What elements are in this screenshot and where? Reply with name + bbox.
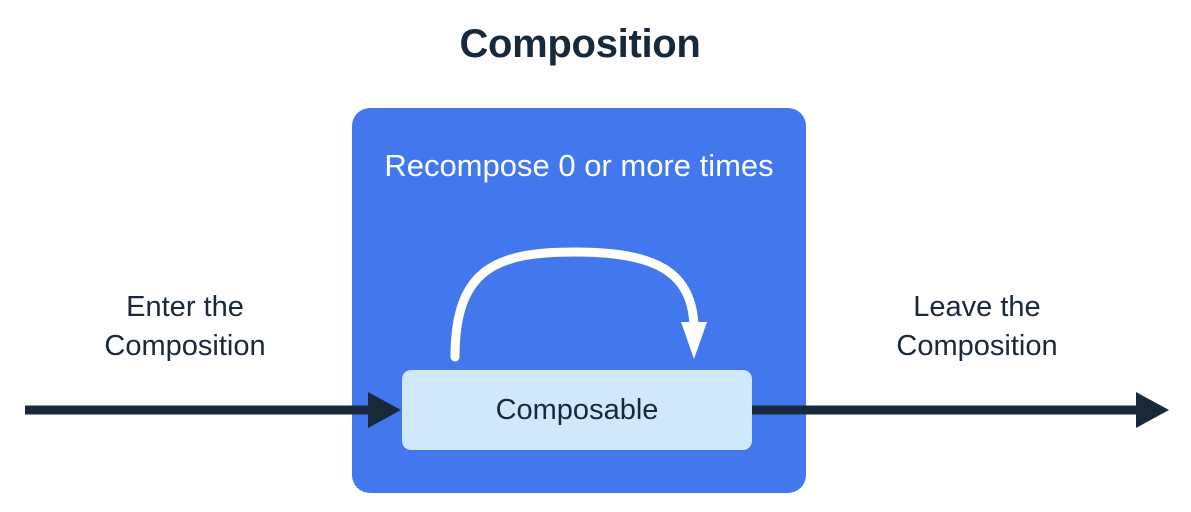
arrow-enter-composition: [25, 392, 401, 428]
enter-composition-label: Enter the Composition: [104, 291, 266, 363]
leave-composition-label: Leave the Composition: [896, 291, 1058, 363]
composable-node: Composable: [402, 370, 752, 450]
composable-node-label: Composable: [495, 393, 659, 426]
recompose-note-label: Recompose 0 or more times: [384, 148, 774, 183]
page-title: Composition: [459, 22, 701, 66]
arrow-leave-composition: [752, 392, 1169, 428]
